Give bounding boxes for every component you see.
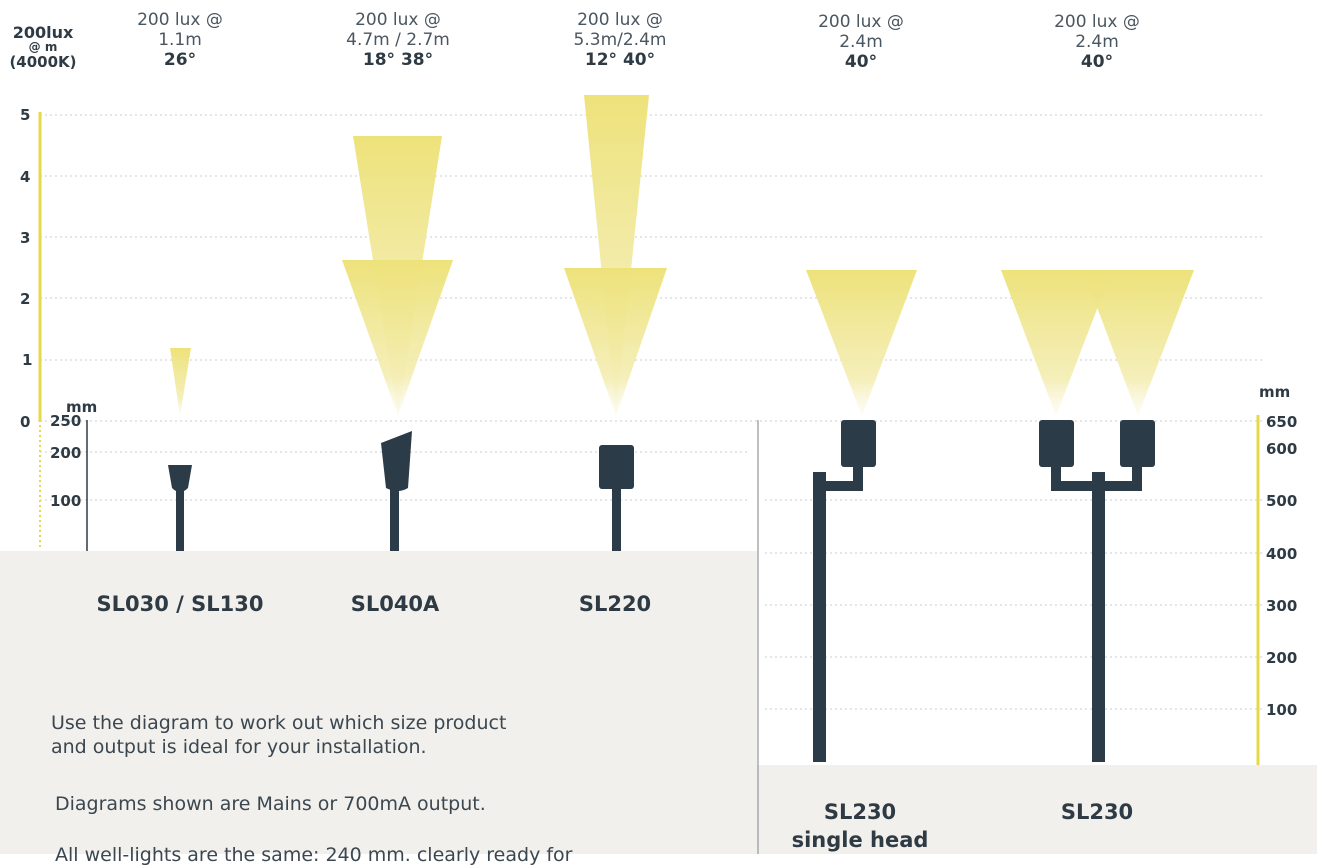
sl040a-stem [390,488,399,551]
fixture-mm-tick-250: 250 [50,412,82,430]
label-sl230-single-line1: SL230 [823,800,897,824]
tall-mm-unit: mm [1259,383,1291,401]
label-sl230-single-line2: single head [791,828,929,852]
lux-tick-1: 1 [22,351,33,369]
beam-sl230-right [1083,270,1194,416]
sl230d-neck-right [1132,467,1142,491]
beam-sl040a-wide [342,260,453,416]
beams [170,95,1194,416]
fixture-mm-tick-100: 100 [50,492,82,510]
tall-mm-tick-650: 650 [1266,413,1298,431]
bottom-right-panel [757,765,1317,854]
fixture-sl040a [381,431,412,551]
beam-sl220-narrow [584,95,649,416]
beam-angle: 26° [163,50,197,70]
label-sl030-sl130: SL030 / SL130 [96,592,264,616]
label-sl230-single: SL230 single head [790,798,930,854]
fixture-mm-tick-200: 200 [50,444,82,462]
sl230d-pole [1092,472,1105,762]
sl230s-arm [818,481,863,491]
beam-sl220-wide [564,268,667,416]
tall-mm-tick-100: 100 [1266,701,1298,719]
lux-line2: 2.4m [839,32,883,52]
lux-line1: 200 lux @ [137,10,223,30]
sl230s-neck [853,467,863,489]
axis-title-line1: 200lux [12,23,74,42]
fixture-sl230-single [813,420,876,762]
lux-tick-4: 4 [20,168,31,186]
lux-line2: 2.4m [1075,32,1119,52]
fixture-sl220 [599,445,634,551]
axis-title-line3: (4000K) [9,53,77,71]
sl230d-neck-left [1051,467,1061,491]
lux-tick-3: 3 [20,229,31,247]
tall-mm-tick-400: 400 [1266,545,1298,563]
header-sl220: 200 lux @ 5.3m/2.4m 12° 40° [545,10,695,70]
label-sl230-double: SL230 [1060,800,1134,824]
sl030-stem [176,488,184,551]
beam-angle: 12° 40° [584,50,656,70]
lux-line1: 200 lux @ [818,12,904,32]
header-sl230-double: 200 lux @ 2.4m 40° [1027,12,1167,72]
beam-angle: 18° 38° [362,50,434,70]
label-sl220: SL220 [578,592,652,616]
sl230s-head [841,420,876,467]
lux-tick-2: 2 [20,290,31,308]
lux-line2: 4.7m / 2.7m [346,30,450,50]
lux-line2: 1.1m [158,30,202,50]
note-usage-line1: Use the diagram to work out which size p… [51,712,507,734]
sl220-stem [612,489,621,551]
lux-line1: 200 lux @ [355,10,441,30]
note-usage-line2: and output is ideal for your installatio… [51,736,427,758]
beam-angle: 40° [1080,52,1114,72]
sl040a-head [381,431,412,491]
tall-mm-tick-500: 500 [1266,492,1298,510]
fixture-sl030 [168,465,192,551]
left-axis-title: 200lux @ m (4000K) [6,24,80,71]
header-sl030: 200 lux @ 1.1m 26° [110,10,250,70]
beam-sl230-single [806,270,917,416]
lux-tick-5: 5 [20,106,31,124]
lux-line1: 200 lux @ [577,10,663,30]
label-sl040a: SL040A [350,592,440,616]
note-output: Diagrams shown are Mains or 700mA output… [55,793,486,815]
header-sl040a: 200 lux @ 4.7m / 2.7m 18° 38° [323,10,473,70]
beam-angle: 40° [844,52,878,72]
sl220-head [599,445,634,489]
lux-line2: 5.3m/2.4m [573,30,667,50]
lux-tick-0: 0 [20,413,31,431]
lux-line1: 200 lux @ [1054,12,1140,32]
axis-title-line2: @ m [28,40,58,54]
sl230d-head-left [1039,420,1074,467]
beam-sl230-left [1001,270,1112,416]
fixture-mm-unit: mm [66,398,98,416]
tall-mm-tick-300: 300 [1266,597,1298,615]
header-sl230-single: 200 lux @ 2.4m 40° [791,12,931,72]
tall-mm-tick-600: 600 [1266,440,1298,458]
tall-mm-tick-200: 200 [1266,649,1298,667]
sl230d-head-right [1120,420,1155,467]
fixture-sl230-double [1039,420,1155,762]
sl230s-pole [813,472,826,762]
note-cut-off: All well-lights are the same: 240 mm. cl… [55,844,573,866]
beam-sl030 [170,348,191,416]
note-usage: Use the diagram to work out which size p… [51,711,506,759]
sl030-head [168,465,192,492]
bottom-left-panel [0,551,757,854]
